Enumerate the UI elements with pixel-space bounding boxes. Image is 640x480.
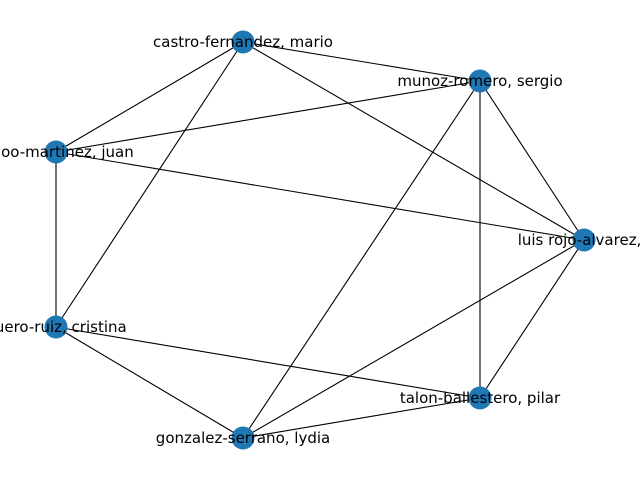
edge-talon-gonzalez [242, 397, 481, 439]
edge-castro-munoz [242, 41, 481, 82]
node-guero [44, 315, 68, 339]
node-gonzalez [231, 426, 255, 450]
node-rojo [572, 228, 596, 252]
node-feijoo [44, 140, 68, 164]
node-talon [468, 386, 492, 410]
node-label-feijoo: feijoo-martinez, juan [0, 143, 134, 161]
edge-rojo-gonzalez [242, 239, 585, 439]
node-label-gonzalez: gonzalez-serrano, lydia [156, 429, 330, 447]
edge-castro-rojo [242, 41, 585, 241]
label-layer: castro-fernandez, mario munoz-romero, ser… [0, 33, 640, 447]
edge-feijoo-rojo [55, 151, 585, 241]
node-label-castro: castro-fernandez, mario [153, 33, 333, 51]
edge-layer [55, 41, 585, 439]
edge-guero-gonzalez [55, 326, 244, 439]
edge-guero-talon [55, 326, 481, 399]
edge-rojo-talon [479, 239, 585, 399]
node-label-talon: talon-ballestero, pilar [400, 389, 561, 407]
node-label-rojo: luis rojo-alvarez, j [518, 231, 640, 249]
node-label-guero: guero-ruiz, cristina [0, 318, 127, 336]
edge-munoz-rojo [479, 80, 585, 241]
node-label-munoz: munoz-romero, sergio [397, 72, 562, 90]
edge-munoz-gonzalez [242, 80, 481, 439]
edge-munoz-feijoo [55, 80, 481, 153]
node-munoz [468, 69, 492, 93]
edge-castro-feijoo [55, 41, 244, 153]
edge-castro-guero [55, 41, 244, 328]
node-castro [231, 30, 255, 54]
node-layer [44, 30, 596, 450]
